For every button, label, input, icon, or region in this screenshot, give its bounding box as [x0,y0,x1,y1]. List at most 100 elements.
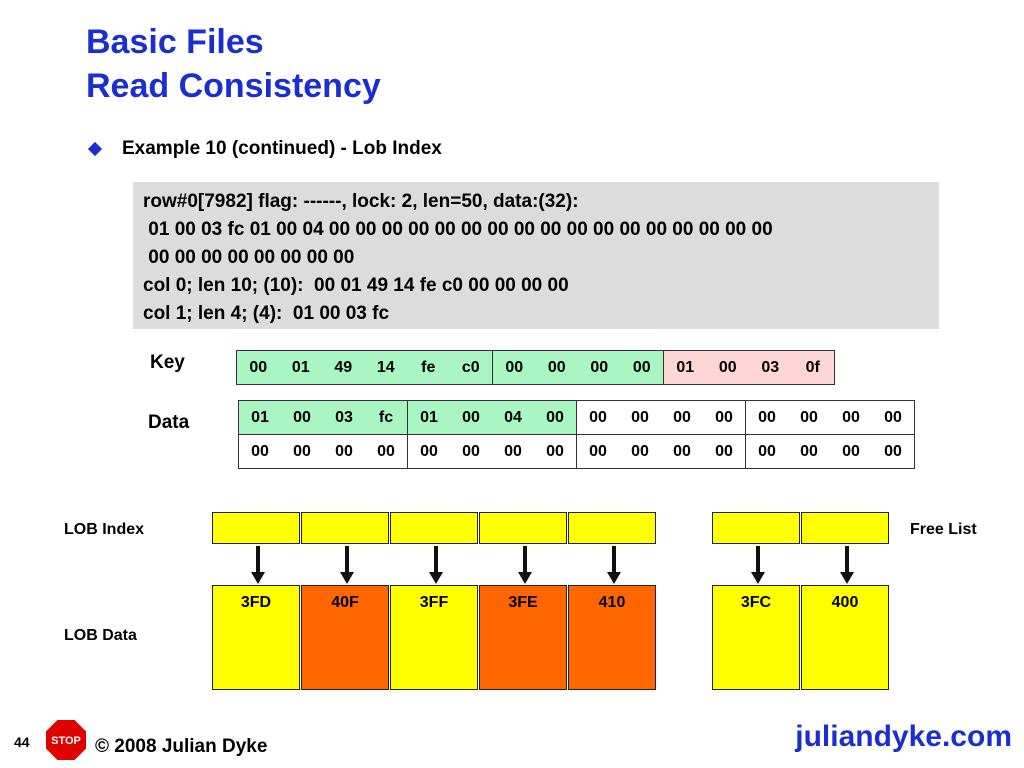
lob-index-cell [301,512,389,544]
copyright: © 2008 Julian Dyke [95,736,268,757]
arrow-down-icon [840,572,854,584]
title-line-2: Read Consistency [86,67,381,105]
arrow-down-icon [751,572,765,584]
arrow-shaft [434,546,438,574]
key-byte-cell: 03 [749,350,792,385]
arrow-shaft [845,546,849,574]
dump-line: col 0; len 10; (10): 00 01 49 14 fe c0 0… [143,275,569,296]
key-byte-cell: 00 [535,350,578,385]
arrow-down-icon [340,572,354,584]
key-byte-cell: fe [407,350,450,385]
arrow-down-icon [429,572,443,584]
lob-index-cells [212,512,657,544]
data-byte-cell: 00 [872,400,915,435]
stop-sign-icon: STOP [44,718,88,762]
data-byte-cell: 00 [619,400,661,435]
key-byte-cell: 00 [578,350,621,385]
data-byte-cell: 00 [703,400,746,435]
lob-data-block: 410 [568,585,656,690]
data-byte-cell: 00 [745,434,788,469]
data-byte-cell: 00 [365,434,408,469]
site-link[interactable]: juliandyke.com [795,720,1012,753]
key-byte-cell: 49 [322,350,365,385]
key-byte-cell: 14 [364,350,407,385]
slide-title: Basic Files Read Consistency [86,20,381,108]
data-byte-cell: 00 [703,434,746,469]
data-byte-cell: 00 [281,400,323,435]
dump-line: row#0[7982] flag: ------, lock: 2, len=5… [143,191,579,212]
data-byte-cell: 00 [745,400,788,435]
key-byte-cell: 00 [492,350,536,385]
title-line-1: Basic Files [86,23,264,61]
data-byte-cell: 00 [576,434,619,469]
row-dump-box: row#0[7982] flag: ------, lock: 2, len=5… [133,182,939,329]
free-list-cells [712,512,890,544]
key-byte-cell: 00 [620,350,664,385]
lob-data-block: 3FF [390,585,478,690]
page-number: 44 [14,734,30,750]
data-byte-cell: 00 [872,434,915,469]
lob-index-cell [479,512,567,544]
data-byte-cell: 00 [238,434,281,469]
free-list-cell [712,512,800,544]
arrow-shaft [756,546,760,574]
data-byte-cell: 00 [788,434,830,469]
key-byte-cell: 01 [279,350,322,385]
lob-data-label: LOB Data [64,627,137,644]
diamond-bullet-icon [87,141,103,157]
data-byte-cell: 00 [788,400,830,435]
arrow-shaft [345,546,349,574]
data-byte-cell: 00 [492,434,534,469]
key-byte-cell: 00 [236,350,280,385]
key-byte-cell: 01 [663,350,707,385]
data-byte-cell: 04 [492,400,534,435]
arrow-down-icon [251,572,265,584]
data-byte-cell: 00 [281,434,323,469]
data-byte-cell: 03 [323,400,365,435]
bullet-item: Example 10 (continued) - Lob Index [87,138,442,160]
key-label: Key [150,352,185,373]
data-byte-cell: 00 [534,434,577,469]
free-list-block: 3FC [712,585,800,690]
lob-index-label: LOB Index [64,521,145,538]
dump-line: 00 00 00 00 00 00 00 00 [143,247,355,268]
data-byte-cell: 00 [576,400,619,435]
data-byte-cell: 00 [619,434,661,469]
lob-data-block: 3FD [212,585,300,690]
data-byte-cell: 00 [450,434,492,469]
bullet-text: Example 10 (continued) - Lob Index [122,138,442,159]
key-byte-cell: 0f [791,350,835,385]
data-byte-cell: 00 [661,434,703,469]
free-list-block: 400 [801,585,889,690]
key-byte-cell: 00 [706,350,749,385]
arrow-down-icon [518,572,532,584]
dump-line: col 1; len 4; (4): 01 00 03 fc [143,303,390,324]
lob-data-block: 3FE [479,585,567,690]
data-byte-cell: 00 [534,400,577,435]
arrow-shaft [523,546,527,574]
free-list-label: Free List [910,521,977,538]
data-byte-cell: 00 [407,434,450,469]
data-byte-cell: fc [365,400,408,435]
data-byte-cell: 00 [830,400,872,435]
dump-line: 01 00 03 fc 01 00 04 00 00 00 00 00 00 0… [143,219,773,240]
data-byte-cell: 01 [407,400,450,435]
arrow-shaft [256,546,260,574]
lob-index-cell [212,512,300,544]
lob-index-cell [568,512,656,544]
arrow-down-icon [607,572,621,584]
data-byte-cell: 00 [450,400,492,435]
data-label: Data [148,412,190,433]
data-byte-cell: 01 [238,400,281,435]
key-byte-cell: c0 [449,350,493,385]
lob-index-cell [390,512,478,544]
free-list-cell [801,512,889,544]
data-byte-cell: 00 [323,434,365,469]
